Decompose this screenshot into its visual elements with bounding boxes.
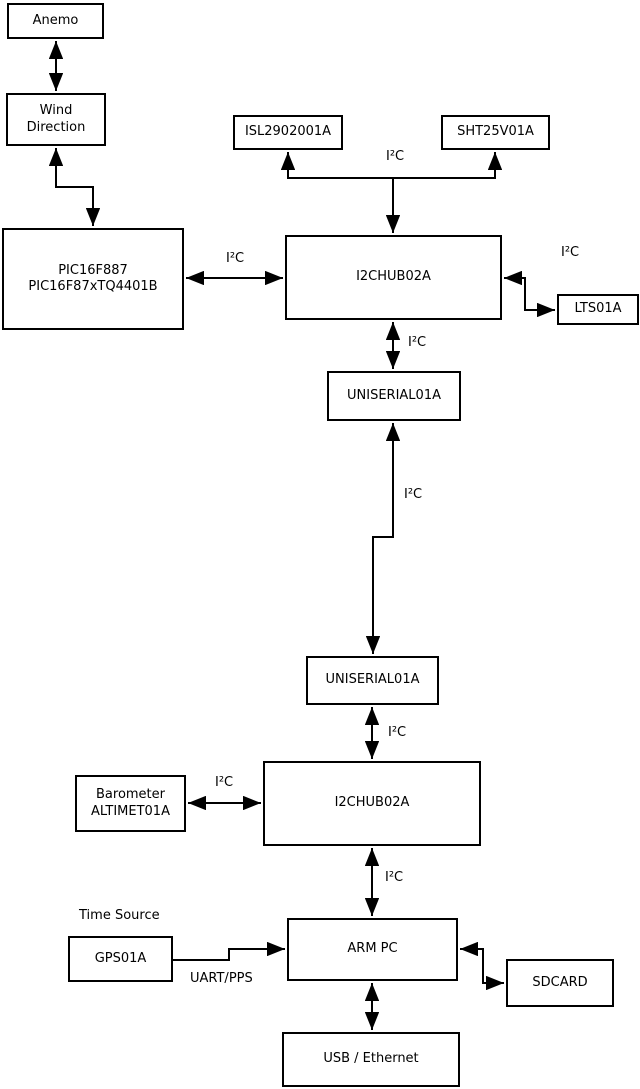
node-usb-ethernet: USB / Ethernet xyxy=(282,1032,460,1087)
node-barometer-altimet01a: Barometer ALTIMET01A xyxy=(75,775,186,832)
edge-i2chub-top-lts xyxy=(504,270,555,318)
node-lts01a: LTS01A xyxy=(557,294,639,325)
label-i2c-lts: I²C xyxy=(561,245,580,260)
node-i2chub02a-1-label: I2CHUB02A xyxy=(356,269,431,285)
node-sht25v01a: SHT25V01A xyxy=(441,115,550,150)
label-i2c-sensor-bus: I²C xyxy=(386,149,405,164)
node-arm-pc-label: ARM PC xyxy=(347,941,398,957)
node-uniserial01a-2-label: UNISERIAL01A xyxy=(325,672,420,688)
node-barometer-altimet01a-label: Barometer ALTIMET01A xyxy=(91,787,170,819)
label-i2c-hub-uniserial: I²C xyxy=(408,335,427,350)
node-gps01a-label: GPS01A xyxy=(94,950,147,966)
label-i2c-long-link: I²C xyxy=(404,487,423,502)
node-uniserial01a-1: UNISERIAL01A xyxy=(327,371,461,421)
edge-wind-direction-pic xyxy=(48,148,101,226)
node-sdcard-label: SDCARD xyxy=(532,974,588,990)
node-uniserial01a-1-label: UNISERIAL01A xyxy=(347,387,441,403)
node-sdcard: SDCARD xyxy=(506,959,614,1007)
node-isl2902001a: ISL2902001A xyxy=(233,115,343,150)
label-i2c-pic: I²C xyxy=(226,251,245,266)
edge-uniserial-top-uniserial-bottom xyxy=(365,423,401,654)
node-uniserial01a-2: UNISERIAL01A xyxy=(306,656,439,705)
label-i2c-uniserial-hub2: I²C xyxy=(388,725,407,740)
edge-armpc-sdcard xyxy=(460,941,504,991)
node-pic16f887-label: PIC16F887 PIC16F87xTQ4401B xyxy=(28,262,158,294)
label-i2c-hub2-armpc: I²C xyxy=(385,870,404,885)
label-uart-pps: UART/PPS xyxy=(190,971,253,986)
node-wind-direction: Wind Direction xyxy=(6,93,106,146)
node-i2chub02a-2: I2CHUB02A xyxy=(263,761,481,846)
node-wind-direction-label: Wind Direction xyxy=(26,103,86,135)
label-i2c-barometer: I²C xyxy=(215,775,234,790)
node-isl2902001a-label: ISL2902001A xyxy=(244,124,332,140)
node-anemo-label: Anemo xyxy=(32,12,79,28)
node-usb-ethernet-label: USB / Ethernet xyxy=(323,1051,419,1067)
node-gps01a: GPS01A xyxy=(68,936,173,982)
node-i2chub02a-2-label: I2CHUB02A xyxy=(334,795,410,811)
edge-gps-armpc xyxy=(173,941,285,961)
node-lts01a-label: LTS01A xyxy=(574,301,622,317)
node-i2chub02a-1: I2CHUB02A xyxy=(285,235,502,320)
node-sht25v01a-label: SHT25V01A xyxy=(457,124,534,140)
node-pic16f887: PIC16F887 PIC16F87xTQ4401B xyxy=(2,228,184,330)
node-anemo: Anemo xyxy=(7,3,104,39)
node-arm-pc: ARM PC xyxy=(287,918,458,981)
label-time-source: Time Source xyxy=(79,908,160,923)
